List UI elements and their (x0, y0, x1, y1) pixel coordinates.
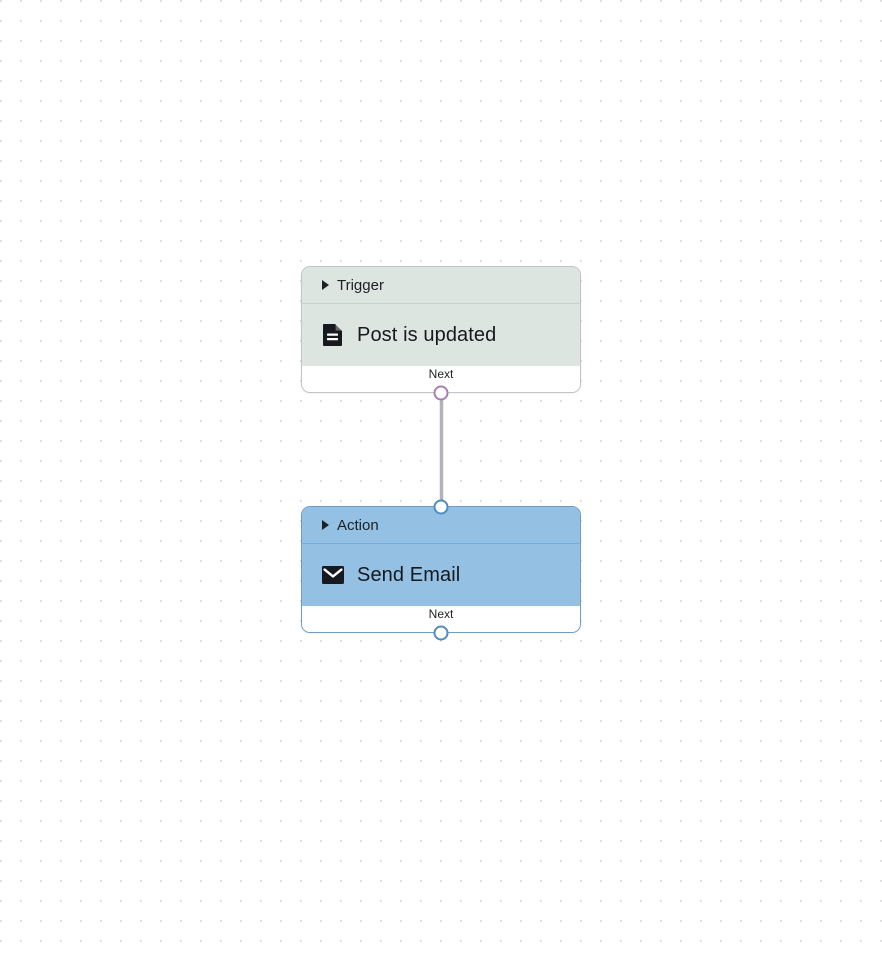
workflow-node-action[interactable]: Action Send Email Next (301, 499, 581, 641)
document-icon (321, 323, 345, 347)
trigger-node-header[interactable]: Trigger (302, 267, 580, 304)
trigger-source-handle[interactable] (433, 385, 449, 401)
action-source-handle[interactable] (433, 625, 449, 641)
envelope-icon (321, 563, 345, 587)
action-node-footer: Next (302, 606, 580, 641)
chevron-right-icon[interactable] (322, 280, 329, 290)
action-target-handle[interactable] (433, 499, 449, 515)
trigger-next-label: Next (428, 367, 454, 381)
trigger-node-footer: Next (302, 366, 580, 401)
workflow-node-trigger[interactable]: Trigger Post is updated Next (301, 266, 581, 401)
action-category-label: Action (337, 516, 379, 534)
trigger-category-label: Trigger (337, 276, 384, 294)
action-next-label: Next (428, 607, 454, 621)
action-node-title: Send Email (357, 563, 461, 586)
action-node-body[interactable]: Send Email (302, 544, 580, 606)
trigger-node-body[interactable]: Post is updated (302, 304, 580, 366)
chevron-right-icon[interactable] (322, 520, 329, 530)
trigger-node-title: Post is updated (357, 323, 497, 346)
